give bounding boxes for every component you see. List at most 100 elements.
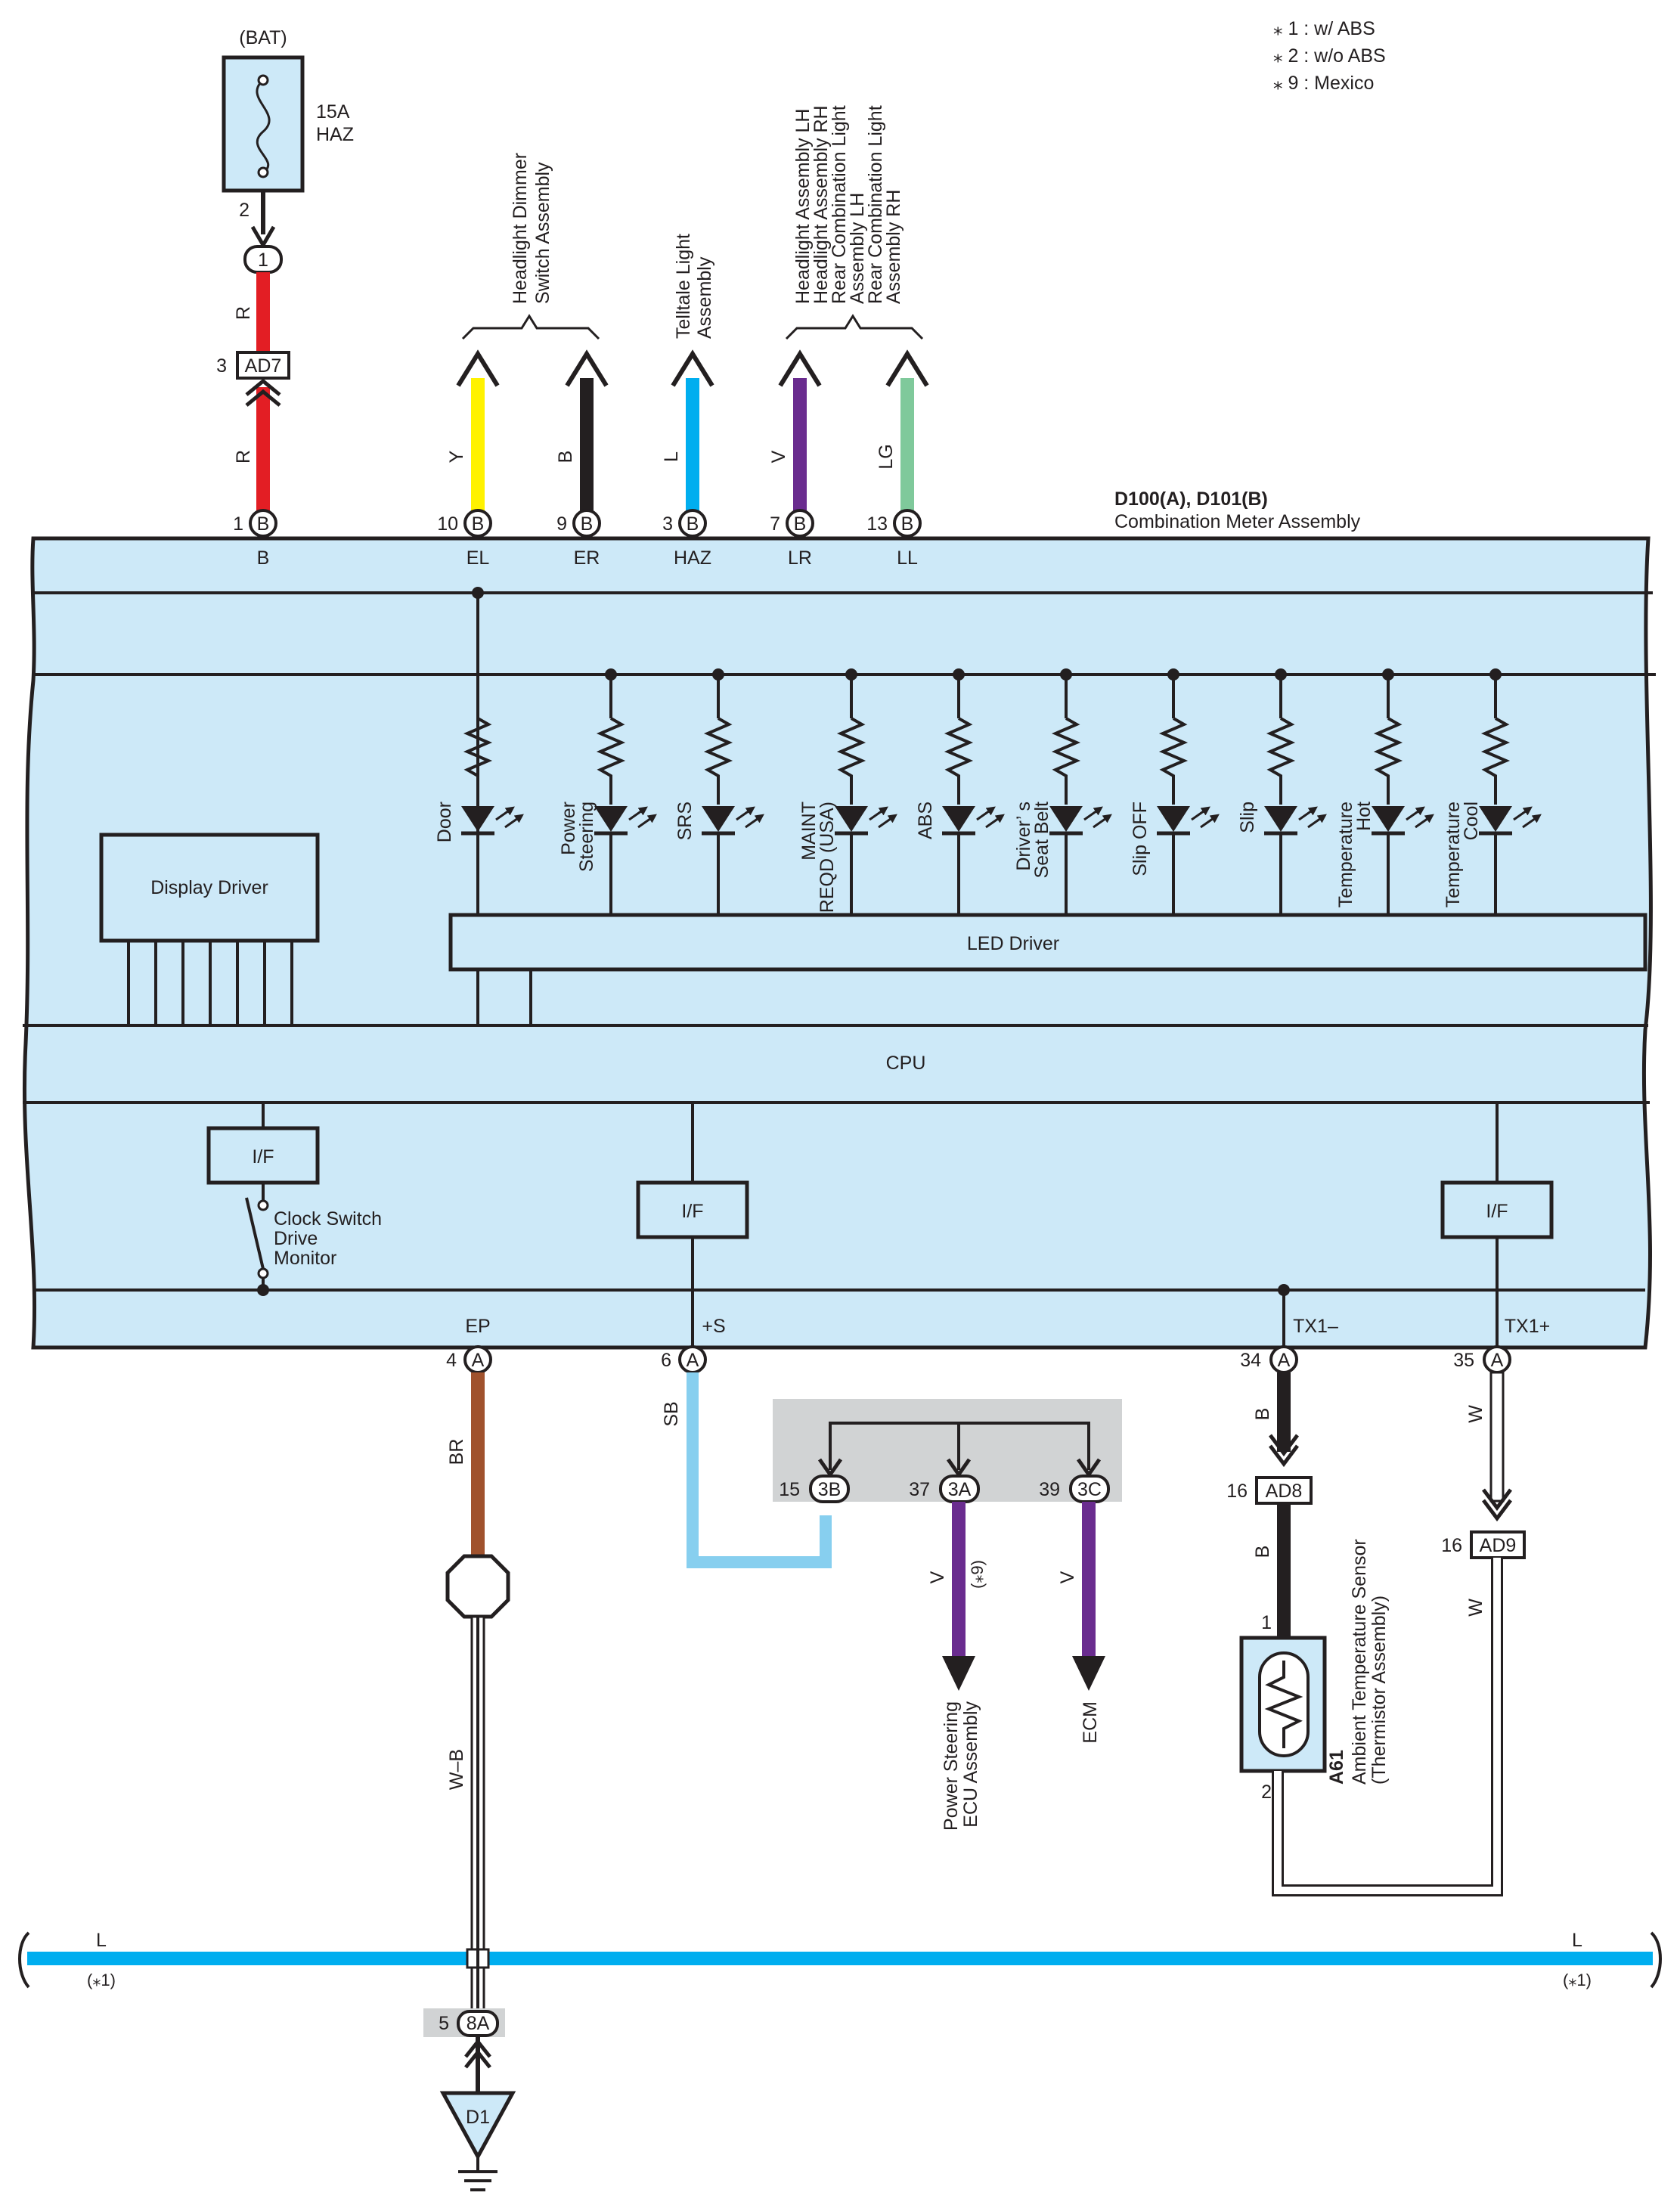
resistor-icon [1266,717,1296,805]
fuse-pin: 2 [239,200,250,221]
if-right-label: I/F [1486,1201,1508,1222]
cpu-label: CPU [886,1053,926,1074]
pin-num-9: 9 [556,513,567,535]
resistor-icon [1051,717,1081,805]
pin-num-3: 3 [662,513,673,535]
wire-color-br: BR [446,1439,467,1465]
pin-sig-er: ER [574,547,600,569]
pin-sig-tx1-plus: TX1+ [1505,1316,1550,1337]
bus-line: L (⁎1) L (⁎1) [18,1930,1662,1989]
junction-3b-pin: 15 [779,1479,800,1500]
dest-telltale-2: Assembly [694,256,715,339]
wire-color-l: L [661,451,682,462]
wire-color-b-tx1: B [1252,1408,1273,1421]
top-arrow-wires: Y B L V LG [446,349,929,511]
pin-sig-lr: LR [788,547,812,569]
note-1: ⁎ 1 : w/ ABS [1273,18,1375,39]
resistor-icon [1158,717,1189,805]
led-label-1-1: Door [434,802,455,842]
display-driver-block: Display Driver [99,833,320,1025]
pin-conn-a-35: A [1491,1350,1504,1371]
wire-plus-s: SB [661,1372,832,1568]
bus-note-right: (⁎1) [1563,1971,1592,1989]
wire-color-wb: W–B [446,1749,467,1790]
led-3: SRS [674,668,764,915]
led-driver-label: LED Driver [967,933,1059,954]
wire-color-v-ecm: V [1057,1571,1078,1583]
wire-tx1-plus: W AD9 16 W [1272,1371,1526,1896]
ground-name: D1 [466,2107,490,2128]
ps-ecu-label-1: Power Steering [941,1701,962,1831]
led-label-2-2: Steering [576,802,597,872]
pin-num-1: 1 [233,513,243,535]
sensor-pin2: 2 [1261,1782,1272,1803]
led-label-8-1: Slip [1237,802,1258,833]
pin-num-4: 4 [446,1350,457,1371]
junction-3c: 3C [1077,1479,1102,1500]
junction-ad8: AD8 [1266,1481,1303,1502]
led-diode-icon [942,806,975,832]
dest-lights-4: Assembly LH [847,193,868,304]
junction-ad7: AD7 [245,355,282,377]
led-diode-icon [1157,806,1190,832]
led-5: ABS [915,668,1005,915]
pin-conn-a-4: A [472,1350,485,1371]
wire-tx1-minus: B AD8 16 B 1 2 A61 Ambient Temperature S… [1226,1372,1390,1803]
ecm-label: ECM [1080,1701,1101,1744]
led-label-2-1: Power [558,802,579,855]
led-diode-icon [835,806,868,832]
pin-conn-b-3: B [687,513,699,535]
led-label-9-1: Temperature [1335,802,1356,907]
sensor-pin1: 1 [1261,1612,1272,1633]
led-label-9-2: Hot [1353,802,1375,831]
dest-telltale-1: Telltale Light [673,234,694,339]
led-label-10-2: Cool [1461,802,1482,840]
wires-violet-down: V (⁎9) V Power Steering ECU Assembly ECM [927,1502,1105,1831]
junction-3c-pin: 39 [1039,1479,1060,1500]
resistor-icon [463,717,493,805]
led-label-5-1: ABS [915,802,936,839]
top-pins: B 1 B B 10 EL B 9 ER B 3 HAZ B 7 LR B 13… [233,509,922,569]
dest-dimmer-1: Headlight Dimmer [510,153,531,304]
ground-d1: 8A 5 D1 [423,2008,516,2191]
pin-num-34: 34 [1240,1350,1261,1371]
clock-switch-label-2: Drive [274,1228,318,1249]
if-left-label: I/F [252,1146,274,1168]
resistor-icon [1480,717,1511,805]
led-label-7-1: Slip OFF [1130,802,1151,876]
fuse-name: HAZ [316,124,354,145]
bus-wire-left: L [96,1930,107,1951]
bus-note-left: (⁎1) [87,1971,116,1989]
pin-sig-b: B [257,547,270,569]
pin-conn-a-6: A [687,1350,699,1371]
pin-sig-haz: HAZ [674,547,711,569]
wire-color-b-ad8: B [1252,1546,1273,1558]
pin-conn-b-13: B [901,513,914,535]
pin-num-13: 13 [866,513,888,535]
dest-lights-2: Headlight Assembly RH [811,105,832,304]
splice-octagon-icon [445,1554,510,1619]
junction-group: 3B 15 3A 37 3C 39 [773,1399,1122,1503]
pin-sig-ll: LL [897,547,918,569]
wire-color-lg: LG [876,444,897,469]
clock-switch-label-1: Clock Switch [274,1208,382,1230]
wire-color-v: V [768,450,789,463]
sensor-id: A61 [1326,1750,1347,1785]
wire-color-v-ps: V [927,1571,948,1583]
junction-ad7-pin: 3 [216,355,227,377]
clock-switch-label-3: Monitor [274,1248,336,1269]
junction-3a-pin: 37 [909,1479,930,1500]
pin-num-10: 10 [437,513,458,535]
clock-switch-icon [245,1197,265,1270]
resistor-icon [703,717,733,805]
note-2: ⁎ 2 : w/o ABS [1273,45,1386,67]
sensor-name-2: (Thermistor Assembly) [1368,1596,1390,1785]
wire-color-sb: SB [661,1401,682,1426]
wire-color-w-2: W [1465,1599,1486,1617]
resistor-icon [944,717,974,805]
bat-label: (BAT) [239,27,287,48]
